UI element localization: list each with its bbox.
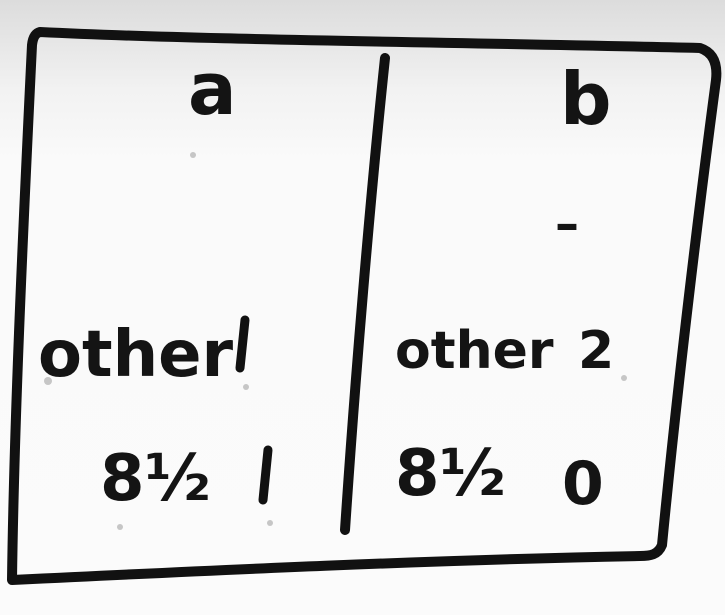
row1-value-b: 2 [578,321,614,381]
smudge-dot [44,377,52,385]
row2-value-b: 0 [562,449,604,519]
smudge-dot [267,520,273,526]
row1-label-b: other [395,321,554,381]
smudge-dot [117,524,123,530]
smudge-dot [190,152,196,158]
column-divider [340,53,390,535]
row2-value-a [258,445,273,505]
row1-value-a [235,315,250,373]
row2-label-a: 8½ [100,442,211,516]
table-outline [7,27,722,585]
row2-label-b: 8½ [395,437,506,511]
column-header-a: a [188,47,237,131]
smudge-dot [243,384,249,390]
smudge-dot [621,375,627,381]
row1-label-a: other [38,318,234,392]
column-header-b: b [560,57,612,141]
column-b-dash: – [555,196,579,252]
